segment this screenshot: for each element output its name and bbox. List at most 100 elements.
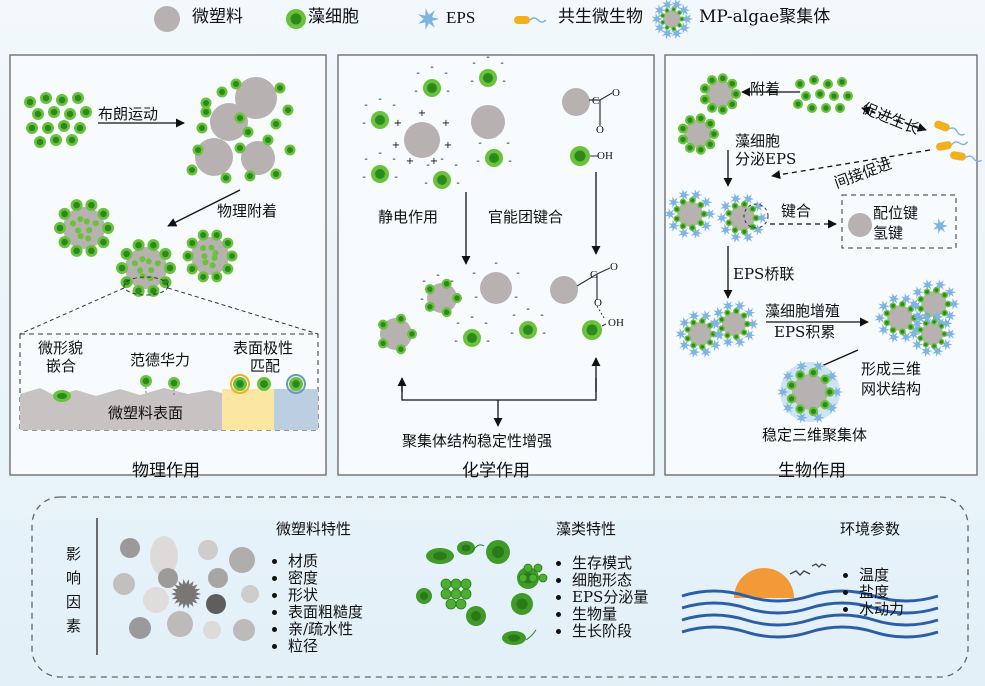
- algae-cell: [717, 73, 728, 84]
- eps-icon: [812, 360, 825, 373]
- algae-cell: [58, 120, 70, 132]
- algae-cell-inner: [827, 389, 833, 395]
- algae-cell-inner: [680, 136, 686, 143]
- algae-cell: [808, 406, 819, 417]
- algae-cell-inner: [194, 146, 202, 154]
- algae-cell: [186, 263, 198, 275]
- algae-traits-list: 生存模式 细胞形态 EPS分泌量 生物量 生长阶段: [558, 555, 648, 640]
- algae-cell: [749, 205, 757, 213]
- wave-icon: [681, 625, 939, 639]
- legend-mp-icon: [154, 6, 180, 32]
- algae-cell-inner: [170, 379, 178, 387]
- microbe-flagellum: [965, 155, 983, 163]
- mp-trait-item: 形状: [288, 587, 363, 604]
- eps-icon: [664, 208, 676, 220]
- embedded-algae-dot: [83, 218, 90, 225]
- eps-icon: [912, 317, 924, 330]
- algae-cell-inner: [675, 207, 679, 212]
- microplastic-particle: [684, 120, 712, 148]
- chem-o-top1: O: [612, 87, 620, 99]
- algae-cell-inner: [44, 124, 52, 132]
- eps-icon: [679, 339, 691, 351]
- algae-cell-inner: [88, 247, 95, 255]
- eps-icon: [888, 293, 900, 305]
- algae-cell-inner: [831, 93, 837, 99]
- algae-cell: [234, 142, 246, 154]
- eps-icon: [730, 193, 742, 205]
- algae-cell-inner: [236, 144, 244, 152]
- minus-charge: -: [526, 304, 530, 315]
- algae-cell: [97, 236, 110, 249]
- algae-cell: [407, 329, 417, 339]
- algae-cell-inner: [272, 170, 280, 178]
- algae-cell-inner: [918, 328, 923, 332]
- mp-trait-item: 材质: [288, 553, 363, 570]
- algae-cell: [519, 321, 537, 339]
- algae-trait-item: 生存模式: [572, 555, 648, 572]
- algae-cell: [699, 83, 710, 94]
- mp-sample-particle: [229, 547, 255, 573]
- microplastic-particle: [792, 374, 828, 410]
- eps-icon: [948, 298, 960, 310]
- minus-charge: -: [436, 270, 440, 281]
- algae-cell-inner: [162, 250, 169, 258]
- embedded-algae-dot: [148, 267, 155, 274]
- eps-icon: [900, 331, 913, 343]
- minus-charge: -: [450, 276, 454, 287]
- algae-cell: [32, 108, 44, 120]
- algae-cell-inner: [825, 81, 831, 87]
- eps-icon: [742, 193, 755, 205]
- algae-cell-inner: [398, 346, 404, 352]
- promote-growth-arrow: [861, 106, 927, 132]
- algae-cell-inner: [729, 80, 736, 87]
- algae-cell-inner: [100, 210, 107, 218]
- algae-cell-inner: [665, 9, 669, 12]
- algae-cell-inner: [380, 340, 386, 347]
- algae-cell-inner: [198, 124, 206, 132]
- minus-charge: -: [470, 312, 474, 323]
- algae-cell: [695, 113, 706, 124]
- algae-cell: [707, 75, 717, 86]
- algae-cell: [907, 323, 915, 331]
- algae-cell-inner: [26, 98, 34, 106]
- mp-surface-label: 微塑料表面: [108, 404, 184, 422]
- eps-icon: [912, 286, 924, 299]
- eps-icon: [932, 218, 948, 234]
- eps-icon: [730, 231, 742, 243]
- algae-cell-inner: [795, 101, 801, 107]
- algae-cell-inner: [823, 105, 829, 111]
- legend-aggregate-label: MP-algae聚集体: [699, 7, 831, 27]
- algae-cell: [731, 226, 739, 234]
- mp-algae-aggregate: [675, 310, 725, 358]
- legend-eps-icon: [418, 8, 439, 30]
- algae-cell: [234, 112, 246, 124]
- chem-oh-top: OH: [597, 150, 613, 162]
- algae-cell: [820, 399, 830, 410]
- microplastic-particle: [235, 77, 277, 119]
- algae-cell-inner: [919, 297, 923, 302]
- algae-colony-cell: [460, 578, 472, 590]
- minus-charge: -: [486, 336, 490, 347]
- algae-cell: [837, 77, 847, 87]
- algae-cell: [899, 300, 906, 308]
- algae-cell: [226, 250, 238, 262]
- algae-cell-inner: [272, 120, 280, 128]
- algae-colony-cell: [528, 573, 538, 583]
- algae-cell-inner: [719, 326, 724, 331]
- carboxyl-bond: [589, 92, 613, 126]
- algae-cell: [233, 377, 247, 391]
- mp-sample-particle: [198, 540, 218, 560]
- env-param-item: 温度: [859, 567, 904, 584]
- minus-charge: -: [502, 76, 506, 87]
- algae-cell: [684, 326, 691, 333]
- algae-cell: [933, 286, 940, 294]
- algae-colony-cell: [460, 588, 472, 600]
- algae-cell-inner: [202, 99, 210, 107]
- algae-cell: [749, 223, 757, 231]
- algae-cell: [85, 199, 98, 212]
- algae-cell-inner: [36, 138, 44, 146]
- algae-cell: [164, 262, 176, 274]
- algae-cell: [917, 305, 925, 313]
- eps-icon: [908, 328, 920, 340]
- eps-icon: [662, 0, 674, 11]
